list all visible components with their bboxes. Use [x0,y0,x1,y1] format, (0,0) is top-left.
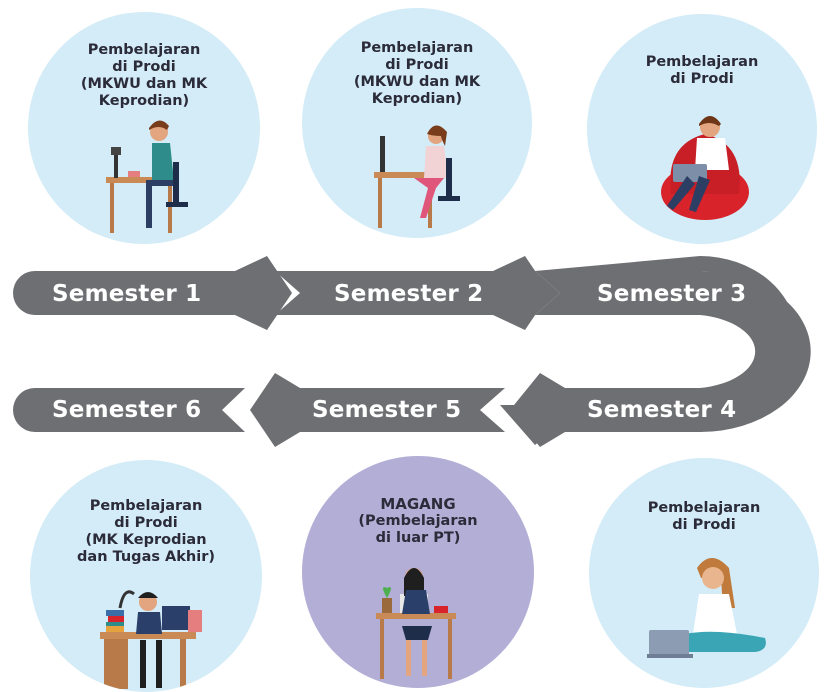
student-at-desk-illustration [374,125,460,228]
semester-4-circle: Pembelajaran di Prodi [589,458,819,688]
semester-3-circle: Pembelajaran di Prodi [587,14,817,244]
semester-6-label: Semester 6 [52,397,202,423]
semester-5-label: Semester 5 [312,397,462,423]
intern-working-illustration [376,568,456,679]
semester-5-caption: MAGANG (Pembelajaran di luar PT) [302,496,534,547]
semester-1-caption: Pembelajaran di Prodi (MKWU dan MK Kepro… [80,42,208,109]
semester-6-caption: Pembelajaran di Prodi (MK Keprodian dan … [77,498,215,565]
uturn-curve [700,271,811,432]
semester-4-band [562,388,702,432]
semester-6-arrow [13,388,245,432]
semester-4-label: Semester 4 [587,397,737,423]
semester-4-caption: Pembelajaran di Prodi [647,500,761,533]
semester-5-arrow [250,373,505,447]
semester-2-circle: Pembelajaran di Prodi (MKWU dan MK Kepro… [302,8,532,238]
semester-2-caption: Pembelajaran di Prodi (MKWU dan MK Kepro… [353,40,481,107]
semester-1-arrow [13,256,292,330]
semester-5-circle: MAGANG (Pembelajaran di luar PT) [302,456,534,688]
semester-2-label: Semester 2 [334,281,484,307]
student-laptop-illustration [647,558,766,658]
magang-title: MAGANG [380,495,456,513]
semester-1-label: Semester 1 [52,281,202,307]
semester-3-label: Semester 3 [597,281,747,307]
semester-6-circle: Pembelajaran di Prodi (MK Keprodian dan … [30,460,262,692]
student-beanbag-illustration [661,116,749,220]
semester-3-caption: Pembelajaran di Prodi [645,54,759,87]
semester-1-circle: Pembelajaran di Prodi (MKWU dan MK Kepro… [28,12,260,244]
student-studying-illustration [100,590,202,689]
semester-3-band [535,271,702,315]
student-at-desk-illustration [106,120,188,233]
semester-2-arrow [275,256,550,330]
semester-4-arrowhead [510,373,565,447]
